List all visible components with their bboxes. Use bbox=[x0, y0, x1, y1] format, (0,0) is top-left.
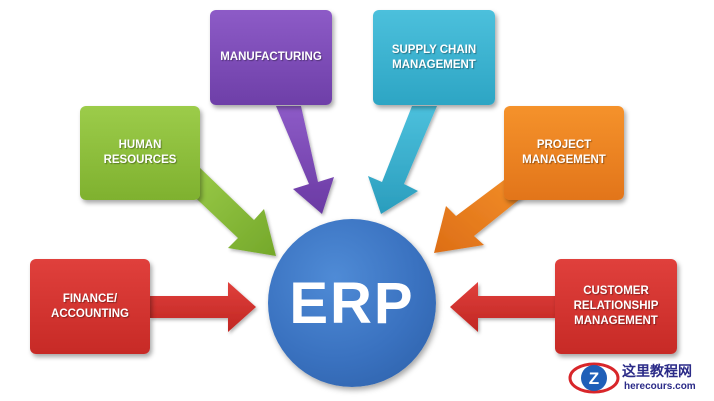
module-project-management: PROJECT MANAGEMENT bbox=[504, 106, 624, 200]
arrow-supply-chain bbox=[368, 106, 437, 214]
arrow-crm bbox=[450, 282, 556, 332]
module-finance-accounting: FINANCE/ ACCOUNTING bbox=[30, 259, 150, 354]
module-label: PROJECT MANAGEMENT bbox=[522, 139, 606, 166]
module-human-resources: HUMAN RESOURCES bbox=[80, 106, 200, 200]
module-supply-chain-management: SUPPLY CHAIN MANAGEMENT bbox=[373, 10, 495, 105]
watermark-url: herecours.com bbox=[624, 381, 696, 392]
erp-title: ERP bbox=[289, 270, 415, 336]
watermark-logo-icon: Z bbox=[568, 362, 620, 394]
arrow-manufacturing bbox=[276, 106, 334, 214]
module-label: MANUFACTURING bbox=[220, 51, 322, 63]
module-customer-relationship-management: CUSTOMER RELATIONSHIP MANAGEMENT bbox=[555, 259, 677, 354]
module-manufacturing: MANUFACTURING bbox=[210, 10, 332, 105]
module-label: FINANCE/ ACCOUNTING bbox=[51, 292, 129, 320]
watermark: Z 这里教程网 herecours.com bbox=[568, 356, 714, 401]
module-label: HUMAN RESOURCES bbox=[103, 139, 177, 166]
watermark-title: 这里教程网 bbox=[622, 364, 692, 380]
module-label: CUSTOMER RELATIONSHIP MANAGEMENT bbox=[573, 285, 659, 327]
erp-core-circle: ERP bbox=[268, 219, 436, 387]
arrow-finance-accounting bbox=[150, 282, 256, 332]
watermark-logo-letter: Z bbox=[589, 369, 599, 388]
arrow-human-resources bbox=[182, 166, 276, 256]
module-label: SUPPLY CHAIN MANAGEMENT bbox=[391, 43, 477, 71]
